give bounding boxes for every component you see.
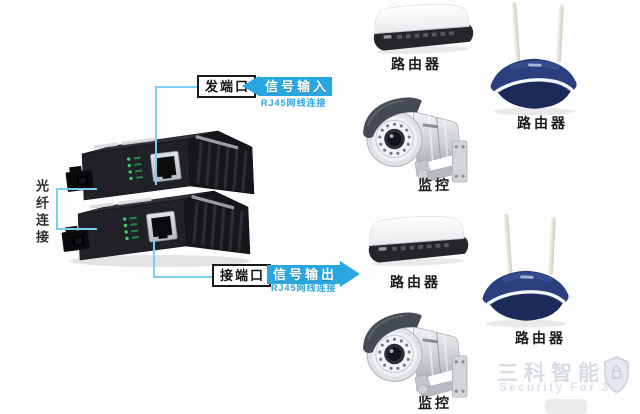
- signal-output-text: 信号输出: [267, 264, 341, 284]
- signal-output-label: 信号输出: [267, 261, 361, 287]
- router-top-label: 路由器: [391, 56, 442, 72]
- wifi-router-bottom-label: 路由器: [515, 330, 566, 346]
- line-fiber-bracket-vertical: [56, 188, 58, 230]
- rx-port-callout: 接端口: [212, 264, 272, 287]
- wifi-router-bottom-illustration: [482, 214, 569, 328]
- fiber-connection-label: 光纤连接: [34, 179, 49, 247]
- line-rxport-horizontal: [153, 276, 213, 278]
- camera-bottom-illustration: [363, 312, 468, 399]
- camera-top-illustration: [363, 97, 468, 184]
- wifi-router-top-label: 路由器: [517, 115, 568, 131]
- signal-input-label: 信号输入: [242, 76, 333, 96]
- router-bottom-label: 路由器: [390, 274, 441, 290]
- wifi-router-top-illustration: [490, 2, 577, 116]
- tx-port-callout: 发端口: [197, 75, 257, 98]
- media-converters-illustration: [60, 129, 256, 267]
- arrow-left-icon: [242, 76, 259, 96]
- line-fiber-top: [56, 188, 97, 190]
- watermark-tagline: Security For 3K: [499, 382, 622, 394]
- arrow-right-icon: [340, 261, 361, 287]
- router-top-illustration: [373, 4, 474, 54]
- signal-output-subtext: RJ45网线连接: [271, 283, 337, 293]
- shield-icon: [604, 356, 629, 394]
- line-fiber-bottom: [56, 228, 97, 230]
- signal-input-subtext: RJ45网线连接: [261, 98, 327, 108]
- line-rxport-vertical: [153, 240, 155, 278]
- signal-input-text: 信号输入: [259, 76, 333, 96]
- camera-top-label: 监控: [418, 177, 452, 193]
- line-txport-vertical: [155, 86, 157, 185]
- camera-bottom-label: 监控: [418, 395, 452, 411]
- line-txport-horizontal: [155, 86, 198, 88]
- router-bottom-illustration: [368, 216, 469, 266]
- watermark-brand: 三科智能: [497, 362, 605, 385]
- background-artifact: [545, 399, 587, 414]
